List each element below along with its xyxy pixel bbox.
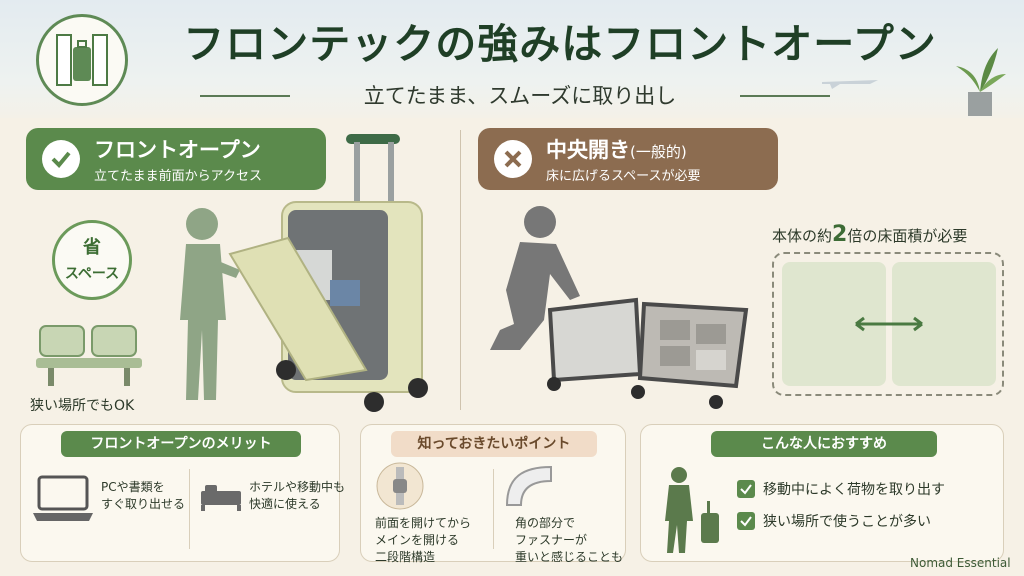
airplane-icon [822,80,878,89]
recommend-item-1-text: 移動中によく荷物を取り出す [763,482,945,498]
points-card: 知っておきたいポイント 前面を開けてから メインを開ける 二段階構造 角の部分で… [360,424,626,564]
traveler-icon [665,467,719,553]
check-icon [42,140,80,178]
merit-2-line-1: ホテルや移動中も [249,480,346,494]
front-open-title: フロントオープン [94,138,261,162]
merit-1-line-1: PCや書類を [101,480,165,494]
zipper-icon [376,462,424,510]
merit-2-line-2: 快適に使える [249,497,321,511]
recommend-card: こんな人におすすめ 移動中によく荷物を取り出す 狭い場所で使うことが多い [640,424,1004,562]
page-title: フロンテックの強みはフロントオープン [183,20,937,68]
point-1-line-3: 二段階構造 [375,550,436,564]
center-open-note: (一般的) [630,143,687,161]
recommend-item-1: 移動中によく荷物を取り出す [737,479,945,499]
merits-separator [189,469,190,549]
suitcase-logo-icon [36,14,128,106]
floor-area-diagram [772,252,1004,396]
kneeling-person-icon [490,206,580,350]
point-2-line-2: ファスナーが [515,533,588,547]
floor-area-prefix: 本体の約 [772,227,833,245]
merits-card: フロントオープンのメリット PCや書類を すぐ取り出せる ホテルや移動中も 快適… [20,424,345,562]
center-open-suitcase-icon [547,297,749,409]
subtitle-rule-left [200,95,290,97]
merit-1-line-2: すぐ取り出せる [101,497,186,511]
bed-icon [201,485,241,511]
floor-area-label: 本体の約2倍の床面積が必要 [772,222,967,247]
panel-divider [460,130,461,410]
plant-icon [956,48,1006,116]
point-2-line-1: 角の部分で [515,516,576,530]
recommend-item-2: 狭い場所で使うことが多い [737,511,931,531]
badge-line-2: スペース [64,266,120,282]
cross-icon [494,140,532,178]
floor-area-number: 2 [832,222,848,247]
point-2-line-3: 重いと感じることも [515,550,624,564]
person-silhouette-icon [180,208,240,400]
subtitle-rule-right [740,95,830,97]
checkbox-icon [737,512,755,530]
front-open-subtitle: 立てたまま前面からアクセス [94,169,262,184]
center-open-subtitle: 床に広げるスペースが必要 [546,169,701,184]
center-open-heading: 中央開き(一般的) 床に広げるスペースが必要 [478,128,778,190]
checkbox-icon [737,480,755,498]
laptop-icon [33,475,93,521]
airport-bench-icon [36,325,142,386]
space-saving-badge: 省 スペース [52,220,132,300]
floor-area-suffix: 倍の床面積が必要 [847,227,968,245]
narrow-space-label: 狭い場所でもOK [30,398,135,414]
brand-label: Nomad Essential [910,556,1011,570]
point-1-line-1: 前面を開けてから [375,516,472,530]
double-arrow-icon [855,316,923,332]
page-subtitle: 立てたまま、スムーズに取り出し [363,84,677,108]
front-open-heading: フロントオープン 立てたまま前面からアクセス [26,128,326,190]
badge-line-1: 省 [83,237,101,258]
center-open-title: 中央開き [546,138,630,162]
corner-zipper-icon [505,465,552,506]
header-banner [0,0,1024,118]
recommend-card-title: こんな人におすすめ [711,431,937,457]
points-card-title: 知っておきたいポイント [391,431,597,457]
points-separator [493,469,494,549]
recommend-item-2-text: 狭い場所で使うことが多い [763,514,931,530]
front-open-suitcase-icon [228,134,428,412]
point-1-line-2: メインを開ける [375,533,460,547]
merits-card-title: フロントオープンのメリット [61,431,301,457]
